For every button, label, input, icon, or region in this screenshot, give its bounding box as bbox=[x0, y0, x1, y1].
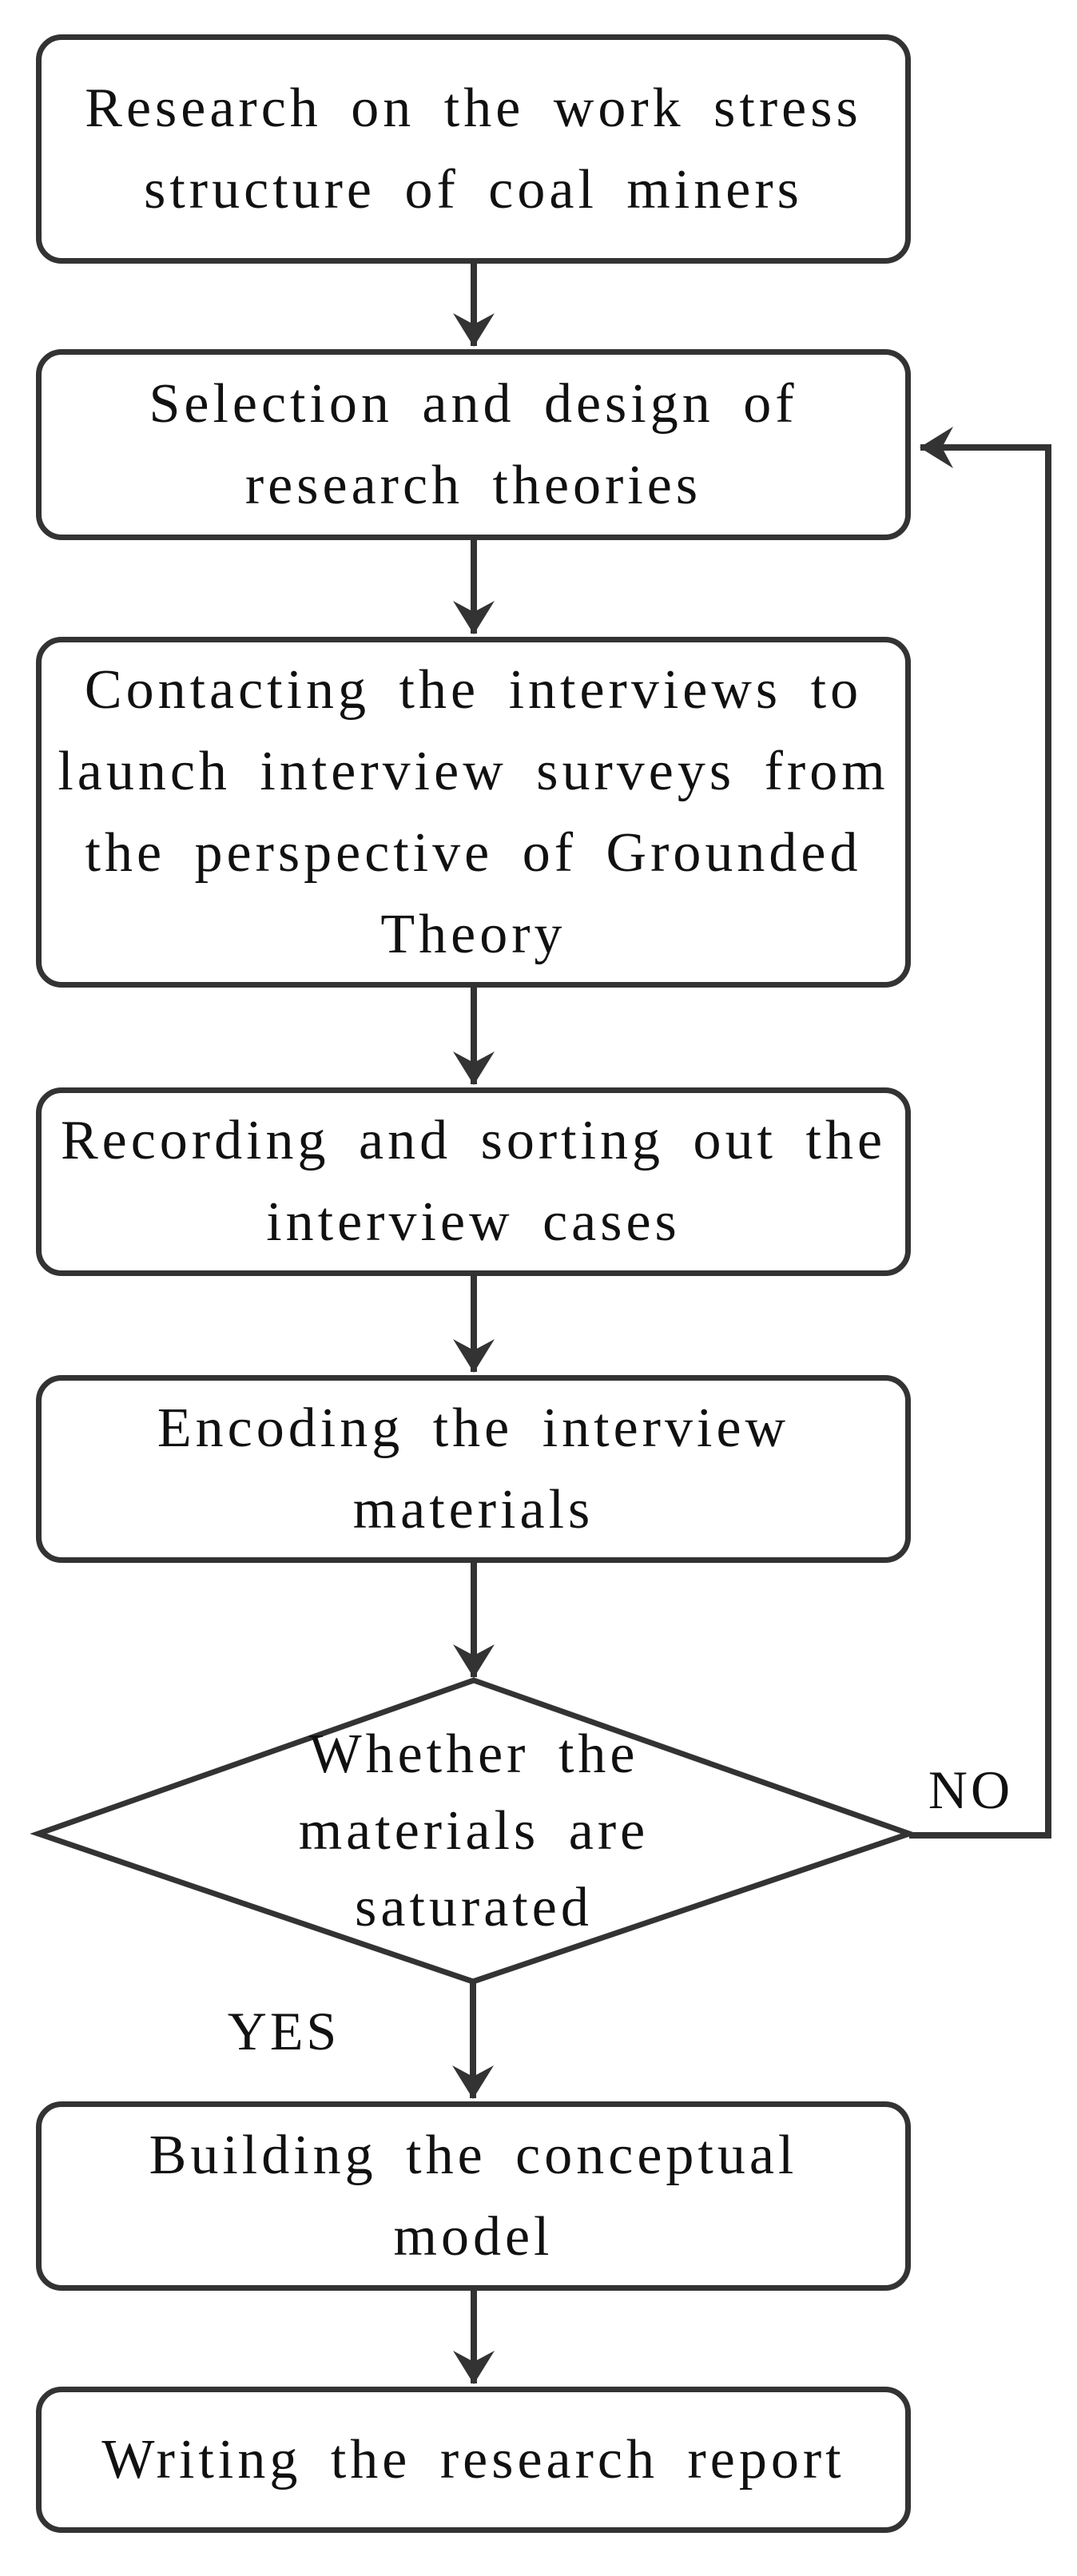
node-text-line: the perspective of Grounded bbox=[85, 821, 862, 884]
node-text-line: Contacting the interviews to bbox=[84, 658, 863, 721]
node-building-model: Building the conceptual model bbox=[36, 2101, 911, 2291]
node-research-work-stress: Research on the work stress structure of… bbox=[36, 34, 911, 264]
node-text-line: Theory bbox=[380, 903, 566, 965]
node-writing-report: Writing the research report bbox=[36, 2387, 911, 2533]
edge-label-yes: YES bbox=[227, 2001, 340, 2061]
node-text-line: Research on the work stress bbox=[85, 77, 862, 139]
node-selection-design: Selection and design of research theorie… bbox=[36, 349, 911, 540]
node-text-line: materials bbox=[352, 1478, 594, 1540]
node-encoding-materials: Encoding the interview materials bbox=[36, 1375, 911, 1563]
node-text-line: Writing the research report bbox=[101, 2428, 845, 2491]
node-text-line: Recording and sorting out the bbox=[60, 1110, 887, 1171]
node-text-line: Encoding the interview bbox=[157, 1397, 790, 1459]
edge-label-no: NO bbox=[928, 1759, 1014, 1820]
arrow-decision-no-to-selection bbox=[909, 427, 1051, 1839]
node-text-line: interview cases bbox=[266, 1191, 681, 1253]
node-recording-sorting: Recording and sorting out the interview … bbox=[36, 1087, 911, 1276]
node-text-line: launch interview surveys from bbox=[58, 740, 889, 802]
node-contacting-interviews: Contacting the interviews to launch inte… bbox=[36, 637, 911, 988]
node-text-line: model bbox=[393, 2205, 554, 2268]
decision-diamond-shape bbox=[30, 1677, 918, 1985]
node-text-line: research theories bbox=[244, 454, 702, 516]
node-text-line: structure of coal miners bbox=[144, 158, 803, 221]
node-text-line: Building the conceptual bbox=[149, 2124, 798, 2186]
node-text-line: Selection and design of bbox=[149, 372, 798, 435]
